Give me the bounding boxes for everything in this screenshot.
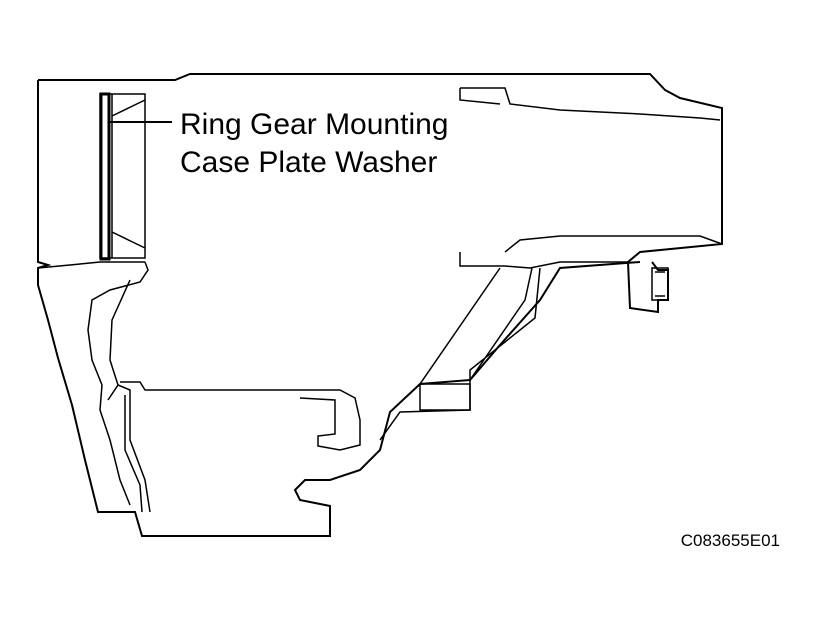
callout-label-line2: Case Plate Washer <box>180 146 437 179</box>
case-bottom-step <box>120 381 300 391</box>
case-left-bore <box>99 93 146 259</box>
case-rib-pocket <box>419 383 471 411</box>
case-bolt <box>651 267 669 301</box>
case-upper-cavity <box>459 87 721 121</box>
case-left-internal-wall <box>37 261 149 506</box>
figure-code: C083655E01 <box>681 531 780 550</box>
case-lower-inner-profile <box>117 384 361 513</box>
case-diagonal-rib <box>379 267 541 441</box>
case-lower-ledge <box>459 235 723 269</box>
ring-gear-mounting-case-plate-washer <box>99 92 111 261</box>
callout-label-line1: Ring Gear Mounting <box>180 108 448 141</box>
